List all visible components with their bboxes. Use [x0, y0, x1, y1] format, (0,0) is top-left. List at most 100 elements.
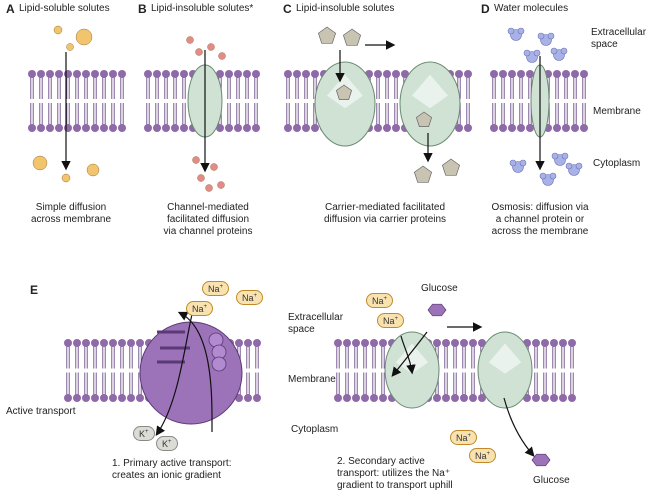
lipid-head: [352, 394, 360, 402]
lipid-head: [490, 124, 498, 132]
panel-d-cytoplasm-label: Cytoplasm: [593, 158, 641, 169]
lipid-head: [433, 394, 441, 402]
caption-line: Osmosis: diffusion via: [491, 202, 589, 213]
panel-e-membrane-label: Membrane: [288, 374, 336, 385]
ion-charge: +: [253, 293, 258, 299]
lipid-tail: [444, 346, 448, 369]
lipid-tail: [394, 103, 398, 125]
lipid-tail: [561, 372, 565, 395]
lipid-tail: [286, 103, 290, 125]
ion-symbol: Na: [456, 433, 468, 443]
lipid-head: [293, 70, 301, 78]
water-hydrogen: [560, 47, 568, 55]
water-hydrogen: [517, 27, 525, 35]
lipid-tail: [173, 77, 177, 99]
lipid-head: [91, 394, 99, 402]
carrier-solute: [415, 111, 433, 127]
lipid-tail: [66, 103, 70, 125]
lipid-tail: [582, 103, 586, 125]
water-molecule: [507, 27, 525, 41]
lipid-tail: [570, 346, 574, 369]
lipid-head: [433, 339, 441, 347]
lipid-tail: [227, 103, 231, 125]
panel-b-caption: Channel-mediated facilitated diffusion v…: [148, 202, 268, 238]
lipid-head: [118, 339, 126, 347]
lipid-tail: [336, 346, 340, 369]
lipid-tail: [246, 346, 250, 369]
panel-d-membrane-label: Membrane: [593, 106, 641, 117]
carrier-binding-site: [412, 74, 448, 109]
lipid-head: [64, 70, 72, 78]
lipid-tail: [254, 77, 258, 99]
lipid-head: [127, 339, 135, 347]
carrier-protein: [399, 61, 461, 147]
ion-symbol: Na: [208, 284, 220, 294]
caption-line: a channel protein or: [495, 214, 585, 225]
carrier-binding-site: [395, 343, 429, 374]
water-hydrogen: [537, 32, 545, 40]
lipid-head: [100, 339, 108, 347]
lipid-head: [162, 124, 170, 132]
lipid-tail: [471, 346, 475, 369]
lipid-tail: [111, 103, 115, 125]
panel-d-title: Water molecules: [494, 3, 569, 14]
lipid-head: [55, 70, 63, 78]
lipid-head: [91, 339, 99, 347]
lipid-tail: [385, 103, 389, 125]
lipid-head: [73, 124, 81, 132]
lipid-tail: [492, 77, 496, 99]
lipid-tail: [304, 77, 308, 99]
panel-letter-e: E: [30, 283, 39, 297]
lipid-head: [568, 394, 576, 402]
lipid-head: [118, 124, 126, 132]
lipid-head: [541, 339, 549, 347]
lipid-head: [559, 394, 567, 402]
lipid-tail: [564, 77, 568, 99]
lipid-head: [490, 70, 498, 78]
ion-charge: +: [467, 433, 472, 439]
lipid-head: [478, 339, 486, 347]
lipid-head: [73, 70, 81, 78]
lipid-tail: [255, 372, 259, 395]
lipid-tail: [129, 346, 133, 369]
lipid-head: [361, 339, 369, 347]
lipid-tail: [111, 372, 115, 395]
lipid-soluble-solute: [86, 163, 100, 177]
lipid-head: [469, 394, 477, 402]
water-hydrogen: [550, 47, 558, 55]
lipid-head: [127, 394, 135, 402]
lipid-tail: [245, 103, 249, 125]
lipid-head: [252, 70, 260, 78]
lipid-tail: [84, 346, 88, 369]
lipid-head: [82, 394, 90, 402]
lipid-tail: [345, 346, 349, 369]
lipid-tail: [66, 372, 70, 395]
water-hydrogen: [575, 162, 583, 170]
panel-c-caption: Carrier-mediated facilitated diffusion v…: [310, 202, 460, 226]
lipid-tail: [466, 77, 470, 99]
carrier-solute: [317, 26, 337, 44]
lipid-head: [379, 339, 387, 347]
ion-charge: +: [145, 429, 149, 435]
lipid-tail: [182, 103, 186, 125]
lipid-head: [28, 124, 36, 132]
lipid-tail: [510, 77, 514, 99]
lipid-head: [243, 70, 251, 78]
lipid-head: [571, 124, 579, 132]
lipid-insoluble-solute: [192, 156, 200, 164]
ion-symbol: Na: [242, 293, 254, 303]
caption-line: across membrane: [30, 214, 112, 225]
lipid-tail: [66, 77, 70, 99]
lipid-head: [253, 339, 261, 347]
lipid-head: [464, 124, 472, 132]
lipid-tail: [534, 346, 538, 369]
lipid-tail: [57, 103, 61, 125]
water-hydrogen: [509, 159, 517, 167]
lipid-head: [253, 394, 261, 402]
caption-line: facilitated diffusion: [166, 214, 250, 225]
carrier-solute: [342, 28, 362, 46]
lipid-tail: [93, 346, 97, 369]
lipid-insoluble-solute: [217, 181, 225, 189]
lipid-head: [216, 124, 224, 132]
lipid-tail: [120, 346, 124, 369]
